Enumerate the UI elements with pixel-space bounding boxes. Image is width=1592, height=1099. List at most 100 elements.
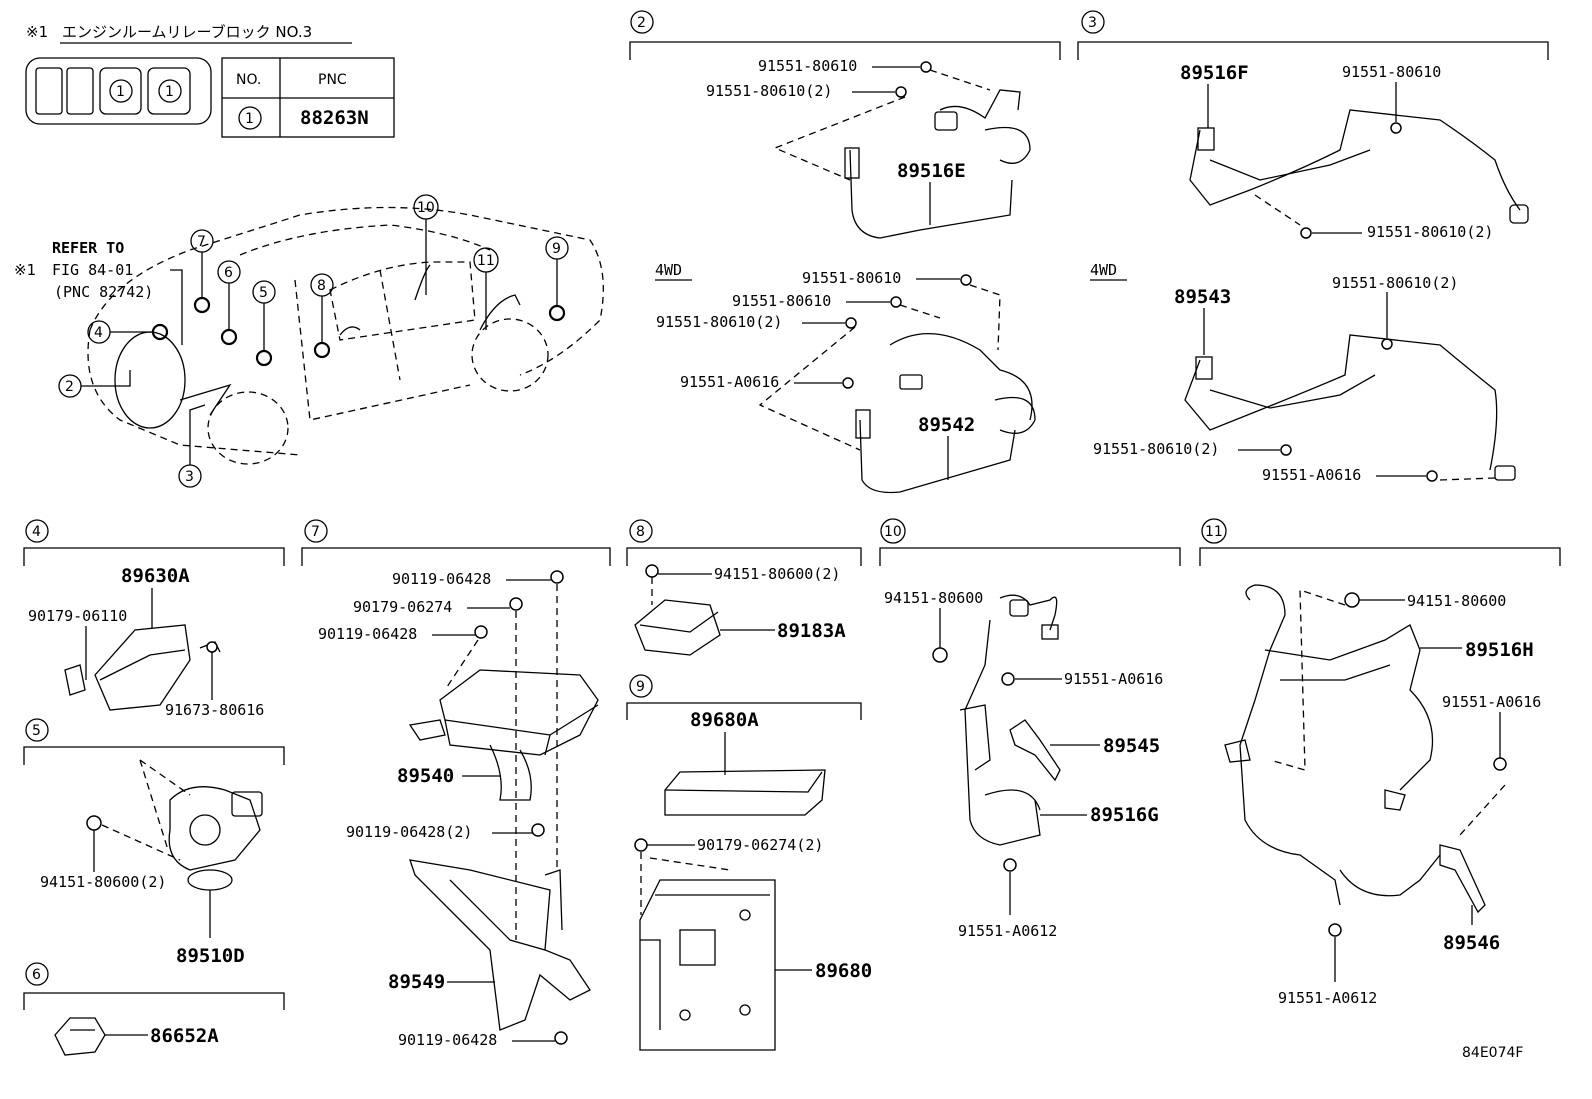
s5-part-main: 89510D <box>176 945 245 967</box>
s7-ecu-drawing <box>408 584 599 940</box>
s3-part-main: 89516F <box>1180 62 1249 84</box>
s10-part-main: 89516G <box>1090 804 1159 826</box>
section2-num: 2 <box>637 15 646 31</box>
section9-bracket <box>626 702 862 720</box>
callout-10: 10 <box>417 200 435 216</box>
callout-4: 5 <box>259 285 268 301</box>
s3-wd-bolt-a: 91551-80610(2) <box>1332 274 1458 292</box>
s2-harness-drawing <box>773 69 1031 239</box>
s2-4wd-harness-drawing <box>758 284 1036 494</box>
table-row-no: 1 <box>245 111 254 127</box>
s2-wd-part: 89542 <box>918 414 975 436</box>
s3-bolt-a: 91551-80610 <box>1342 63 1441 81</box>
section8-bracket <box>626 547 862 566</box>
relay-block-drawing: 1 1 <box>25 57 212 125</box>
section8-num: 8 <box>636 524 645 540</box>
s10-bolt-c: 91551-A0612 <box>958 922 1057 940</box>
s11-bolt-b: 91551-A0616 <box>1442 693 1541 711</box>
refer-line3: (PNC 82742) <box>54 283 153 301</box>
section6-num: 6 <box>32 967 41 983</box>
section3-num: 3 <box>1088 15 1097 31</box>
s2-bolt-b: 91551-80610(2) <box>706 82 832 100</box>
section6-bracket <box>23 992 285 1010</box>
mark-1: ※1 <box>26 23 48 41</box>
callout-6: 7 <box>197 234 206 250</box>
s4-bolt-b: 91673-80616 <box>165 701 264 719</box>
section11-bracket <box>1199 547 1561 566</box>
s9-part-ecu: 89680 <box>815 960 872 982</box>
s3-harness-drawing <box>1189 109 1529 226</box>
relay-table: NO. PNC 1 88263N <box>221 57 395 138</box>
table-col-no: NO. <box>236 72 261 88</box>
section7-num-circle <box>304 519 328 543</box>
section6-num-circle <box>25 962 49 986</box>
refer-line2: FIG 84-01 <box>52 261 133 279</box>
refer-leader <box>170 269 183 345</box>
table-col-pnc: PNC <box>318 72 347 88</box>
s11-bolt-a: 94151-80600 <box>1407 592 1506 610</box>
s8-sensor-drawing <box>634 577 721 656</box>
s7-bolt-b: 90179-06274 <box>353 598 452 616</box>
section5-num: 5 <box>32 723 41 739</box>
callout-3: 3 <box>185 469 194 485</box>
s2-4wd-label: 4WD <box>655 261 682 279</box>
s7-bracket-drawing <box>409 859 591 1031</box>
s3-4wd-harness-drawing <box>1184 334 1516 481</box>
table-row-pnc: 88263N <box>300 107 369 129</box>
s3-wd-part: 89543 <box>1174 286 1231 308</box>
callout-8: 8 <box>317 278 326 294</box>
s7-bolt-c: 90119-06428 <box>318 625 417 643</box>
section7-bracket <box>301 547 611 566</box>
section5-num-circle <box>25 718 49 742</box>
section3-num-circle <box>1081 10 1105 34</box>
section8-num-circle <box>629 519 653 543</box>
refer-mark: ※1 <box>14 261 36 279</box>
s9-part-main: 89680A <box>690 709 759 731</box>
s5-sensor-drawing <box>101 759 263 891</box>
s4-bolt-a: 90179-06110 <box>28 607 127 625</box>
s2-wd-bolt-c: 91551-80610(2) <box>656 313 782 331</box>
section11-num-circle <box>1201 518 1227 544</box>
s6-part-main: 86652A <box>150 1025 219 1047</box>
s3-wd-bolt-c: 91551-A0616 <box>1262 466 1361 484</box>
section2-bracket <box>629 41 1061 60</box>
s11-part-main: 89516H <box>1465 639 1534 661</box>
overview-callouts: 7 6 5 8 10 11 9 4 2 3 <box>58 194 569 488</box>
refer-line1: REFER TO <box>52 239 124 257</box>
s10-harness-drawing <box>959 594 1061 846</box>
s4-sensor-drawing <box>64 624 221 711</box>
section10-bracket <box>879 547 1181 566</box>
section4-bracket <box>23 547 285 566</box>
s9-bolt-a: 90179-06274(2) <box>697 836 823 854</box>
s7-bolt-a: 90119-06428 <box>392 570 491 588</box>
s4-part-main: 89630A <box>121 565 190 587</box>
callout-11: 11 <box>477 253 495 269</box>
s11-harness-drawing <box>1224 584 1506 914</box>
section5-bracket <box>23 746 285 765</box>
s2-part-main: 89516E <box>897 160 966 182</box>
s7-bolt-e: 90119-06428 <box>398 1031 497 1049</box>
s9-ecu-drawing <box>639 852 776 1051</box>
s2-wd-bolt-d: 91551-A0616 <box>680 373 779 391</box>
callout-2: 2 <box>65 379 74 395</box>
s8-part-main: 89183A <box>777 620 846 642</box>
s5-bolt-a: 94151-80600(2) <box>40 873 166 891</box>
section4-num: 4 <box>32 524 41 540</box>
s6-switch-drawing <box>54 1017 106 1056</box>
section3-bracket <box>1077 41 1549 60</box>
s2-wd-bolt-a: 91551-80610 <box>802 269 901 287</box>
figure-id: 84E074F <box>1462 1045 1523 1061</box>
s7-part-ecu: 89540 <box>397 765 454 787</box>
s2-bolt-a: 91551-80610 <box>758 57 857 75</box>
section11-num: 11 <box>1205 524 1223 540</box>
relay-pos-1a: 1 <box>116 84 125 100</box>
callout-9: 9 <box>552 241 561 257</box>
s10-bolt-a: 94151-80600 <box>884 589 983 607</box>
s7-part-bracket: 89549 <box>388 971 445 993</box>
section9-num-circle <box>629 674 653 698</box>
section4-num-circle <box>25 519 49 543</box>
callout-7: 4 <box>94 325 103 341</box>
s3-4wd-label: 4WD <box>1090 261 1117 279</box>
relay-block-title: エンジンルームリレーブロック NO.3 <box>62 23 312 41</box>
